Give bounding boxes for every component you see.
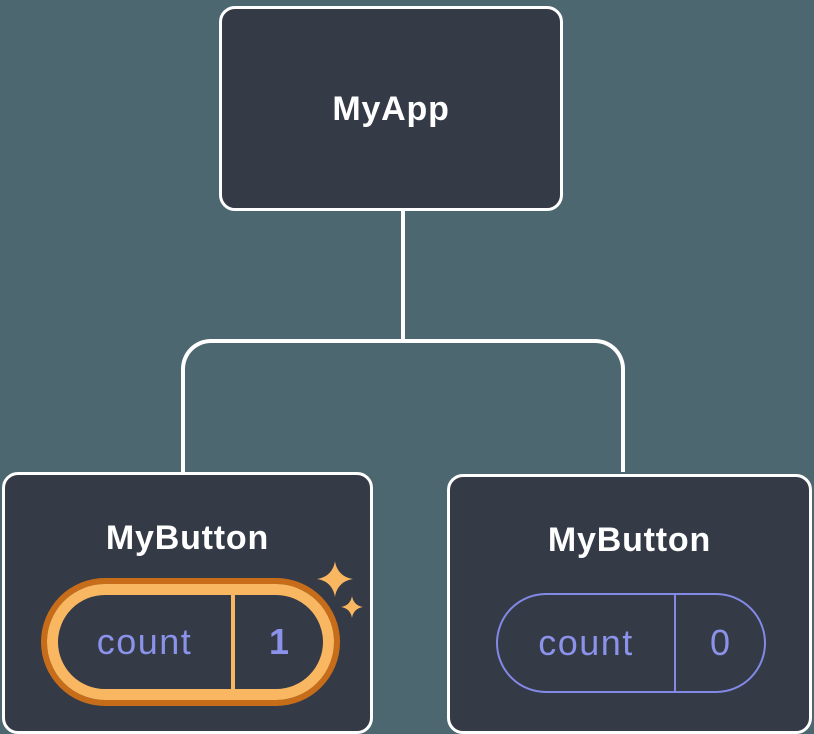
state-name-label: count: [538, 622, 634, 663]
connector-stem-line: [401, 208, 405, 343]
root-node-myapp: MyApp: [219, 6, 563, 211]
state-name-label: count: [96, 621, 193, 662]
state-value: 1: [268, 621, 290, 662]
pill-divider: [231, 595, 235, 689]
child-node-label: MyButton: [105, 519, 270, 557]
state-pill-highlighted: count 1: [47, 584, 334, 700]
child-node-mybutton-right: MyButton count 0: [447, 474, 812, 734]
sparkle-large-icon: [317, 561, 353, 597]
state-value: 0: [709, 622, 731, 663]
pill-divider: [674, 595, 676, 691]
root-node-label: MyApp: [332, 89, 450, 128]
sparkle-small-icon: [341, 596, 363, 618]
connector-branch-bracket: [181, 339, 625, 472]
child-node-label: MyButton: [547, 521, 712, 559]
child-node-mybutton-left: MyButton count 1: [2, 472, 373, 734]
state-pill: count 0: [496, 593, 766, 693]
